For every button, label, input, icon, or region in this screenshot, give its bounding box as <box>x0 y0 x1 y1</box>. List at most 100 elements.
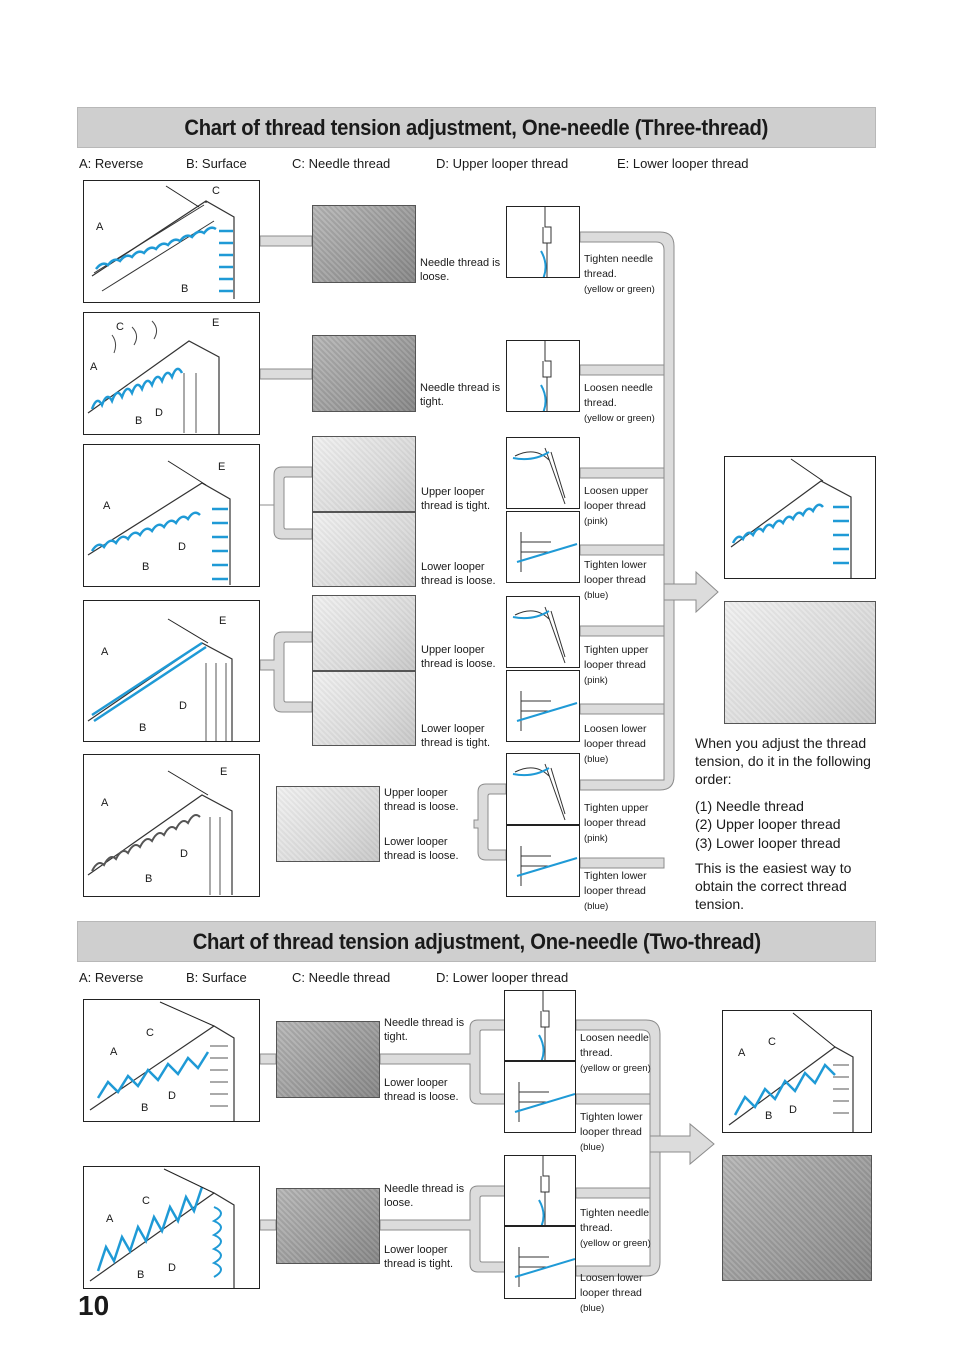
fix-label: Tighten needle thread.(yellow or green) <box>580 1207 651 1249</box>
legend-item: D: Lower looper thread <box>436 970 569 985</box>
callout-letter: A <box>106 1213 114 1225</box>
correct-stitch-diagram <box>724 456 876 579</box>
fabric-photo <box>312 512 416 587</box>
callout-letter: D <box>168 1262 176 1274</box>
correct-stitch-diagram: C A B D <box>722 1010 872 1133</box>
callout-letter: A <box>96 221 104 233</box>
order-note-outro: This is the easiest way to obtain the co… <box>695 860 852 912</box>
fault-label: Lower looper thread is loose. <box>384 1077 459 1103</box>
callout-letter: A <box>101 646 109 658</box>
callout-letter: D <box>180 848 188 860</box>
fabric-photo <box>312 671 416 746</box>
legend-item: C: Needle thread <box>292 156 391 171</box>
callout-letter: E <box>212 317 220 329</box>
callout-letter: B <box>141 1102 149 1114</box>
legend-item: B: Surface <box>186 970 247 985</box>
fabric-photo <box>312 205 416 283</box>
looper-dial-icon <box>506 825 580 897</box>
tension-dial-icon <box>506 206 580 278</box>
stitch-diagram: C E A D B <box>83 312 260 435</box>
order-step: (2) Upper looper thread <box>695 816 841 832</box>
adjustment-order-note: When you adjust the thread tension, do i… <box>695 735 871 787</box>
stitch-diagram: C A B D <box>83 1166 260 1289</box>
callout-letter: E <box>220 766 228 778</box>
fix-label: Tighten lower looper thread(blue) <box>584 559 647 601</box>
correct-fabric-photo <box>722 1155 872 1281</box>
tension-dial-icon <box>504 990 576 1061</box>
order-step: (3) Lower looper thread <box>695 835 841 851</box>
fabric-photo <box>276 1021 380 1098</box>
callout-letter: A <box>101 797 109 809</box>
callout-letter: D <box>179 700 187 712</box>
looper-dial-icon <box>506 437 580 509</box>
fix-label: Loosen upper looper thread(pink) <box>584 485 649 527</box>
callout-letter: B <box>181 283 189 295</box>
stitch-diagram: E A D B <box>83 444 260 587</box>
legend-item: C: Needle thread <box>292 970 391 985</box>
fabric-photo <box>312 595 416 671</box>
tension-dial-icon <box>506 340 580 412</box>
callout-letter: B <box>765 1110 773 1122</box>
page-number: 10 <box>78 1290 110 1321</box>
callout-letter: B <box>137 1269 145 1281</box>
legend-item: A: Reverse <box>79 970 144 985</box>
fault-label: Needle thread is tight. <box>384 1017 465 1043</box>
fault-label: Upper looper thread is loose. <box>384 787 459 813</box>
looper-dial-icon <box>506 753 580 825</box>
fault-label: Needle thread is loose. <box>420 257 501 283</box>
fault-label: Lower looper thread is tight. <box>384 1244 454 1270</box>
callout-letter: E <box>218 461 226 473</box>
fix-label: Loosen needle thread.(yellow or green) <box>584 382 655 424</box>
callout-letter: D <box>178 541 186 553</box>
stitch-diagram: E A D B <box>83 754 260 897</box>
looper-dial-icon <box>504 1226 576 1299</box>
callout-letter: B <box>145 873 153 885</box>
callout-letter: A <box>738 1047 746 1059</box>
fault-label: Lower looper thread is tight. <box>421 723 491 749</box>
callout-letter: B <box>142 561 150 573</box>
looper-dial-icon <box>506 670 580 742</box>
fabric-photo <box>276 1188 380 1264</box>
stitch-diagram: C A B <box>83 180 260 303</box>
tension-dial-icon <box>504 1155 576 1226</box>
legend-item: D: Upper looper thread <box>436 156 569 171</box>
callout-letter: B <box>135 415 143 427</box>
fault-label: Needle thread is loose. <box>384 1183 465 1209</box>
looper-dial-icon <box>506 596 580 668</box>
fault-label: Lower looper thread is loose. <box>421 561 496 587</box>
fix-label: Tighten upper looper thread(pink) <box>584 802 649 844</box>
section2-title: Chart of thread tension adjustment, One-… <box>192 928 761 954</box>
fault-label: Needle thread is tight. <box>420 382 501 408</box>
section1-title-banner: Chart of thread tension adjustment, One-… <box>77 107 876 148</box>
callout-letter: D <box>168 1090 176 1102</box>
order-step: (1) Needle thread <box>695 798 804 814</box>
fix-label: Loosen lower looper thread(blue) <box>584 723 647 765</box>
callout-letter: A <box>90 361 98 373</box>
fix-label: Tighten upper looper thread(pink) <box>584 644 649 686</box>
section1-title: Chart of thread tension adjustment, One-… <box>184 114 769 140</box>
fix-label: Tighten lower looper thread(blue) <box>584 870 647 912</box>
section2-title-banner: Chart of thread tension adjustment, One-… <box>77 921 876 962</box>
correct-fabric-photo <box>724 601 876 724</box>
fabric-photo <box>312 436 416 512</box>
stitch-diagram: E A D B <box>83 600 260 742</box>
fix-label: Loosen lower looper thread(blue) <box>580 1272 643 1314</box>
callout-letter: E <box>219 615 227 627</box>
callout-letter: C <box>212 185 220 197</box>
legend-item: E: Lower looper thread <box>617 156 749 171</box>
fix-label: Tighten needle thread.(yellow or green) <box>584 253 655 295</box>
looper-dial-icon <box>506 511 580 583</box>
callout-letter: A <box>110 1046 118 1058</box>
callout-letter: D <box>155 407 163 419</box>
fabric-photo <box>276 786 380 862</box>
callout-letter: C <box>142 1195 150 1207</box>
callout-letter: C <box>768 1036 776 1048</box>
legend-item: A: Reverse <box>79 156 144 171</box>
fault-label: Upper looper thread is loose. <box>421 644 496 670</box>
fabric-photo <box>312 335 416 412</box>
stitch-diagram: C A D B <box>83 999 260 1122</box>
callout-letter: B <box>139 722 147 734</box>
callout-letter: A <box>103 500 111 512</box>
